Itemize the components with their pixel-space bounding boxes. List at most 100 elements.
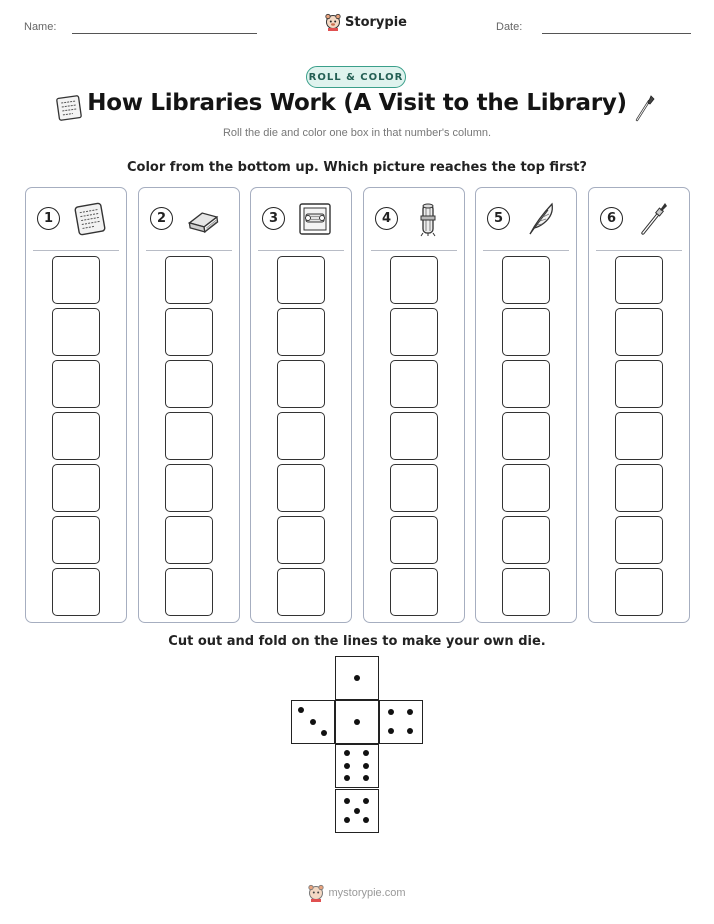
color-box[interactable] (502, 308, 550, 356)
die-pip (362, 762, 369, 769)
paintbrush-icon (633, 199, 673, 239)
stone-tablet-icon (70, 199, 110, 239)
color-box[interactable] (615, 308, 663, 356)
die-pip (362, 750, 369, 757)
die-pip (353, 718, 360, 725)
color-box[interactable] (390, 568, 438, 616)
die-pip (320, 729, 327, 736)
quill-brush-icon (635, 95, 655, 122)
color-box[interactable] (277, 568, 325, 616)
die-face-5 (335, 789, 379, 833)
color-box[interactable] (277, 256, 325, 304)
die-instruction: Cut out and fold on the lines to make yo… (168, 634, 546, 649)
column-divider (371, 250, 457, 251)
storypie-mascot-icon (308, 884, 325, 902)
color-box[interactable] (502, 256, 550, 304)
color-box[interactable] (52, 360, 100, 408)
color-box[interactable] (277, 516, 325, 564)
column-header: 1 (26, 188, 126, 251)
color-box[interactable] (277, 412, 325, 460)
column-divider (596, 250, 682, 251)
column-number: 1 (37, 207, 60, 230)
date-line[interactable] (542, 33, 691, 34)
column-2: 2 (138, 187, 240, 623)
color-box[interactable] (615, 360, 663, 408)
page-title: How Libraries Work (A Visit to the Libra… (87, 90, 627, 116)
name-line[interactable] (72, 33, 257, 34)
column-number: 6 (600, 207, 623, 230)
color-box[interactable] (502, 412, 550, 460)
footer-url[interactable]: mystorypie.com (328, 887, 406, 899)
color-instruction: Color from the bottom up. Which picture … (127, 160, 587, 175)
column-divider (33, 250, 119, 251)
color-box[interactable] (165, 568, 213, 616)
die-pip (406, 709, 413, 716)
color-box[interactable] (52, 412, 100, 460)
die-pip (344, 762, 351, 769)
die-face-1 (335, 656, 379, 700)
die-face-1 (335, 700, 379, 744)
color-box[interactable] (390, 360, 438, 408)
die-pip (362, 774, 369, 781)
die-pip (344, 816, 351, 823)
color-box[interactable] (502, 516, 550, 564)
color-box[interactable] (52, 516, 100, 564)
color-box[interactable] (615, 516, 663, 564)
color-box[interactable] (615, 256, 663, 304)
scroll-bundle-icon (408, 199, 448, 239)
color-box[interactable] (165, 516, 213, 564)
column-4: 4 (363, 187, 465, 623)
color-box[interactable] (390, 412, 438, 460)
color-box[interactable] (390, 256, 438, 304)
color-box[interactable] (165, 360, 213, 408)
footer: mystorypie.com (0, 884, 714, 902)
column-header: 4 (364, 188, 464, 251)
color-box[interactable] (390, 516, 438, 564)
column-number: 4 (375, 207, 398, 230)
column-header: 6 (589, 188, 689, 251)
color-box[interactable] (52, 308, 100, 356)
color-box[interactable] (390, 464, 438, 512)
die-pip (388, 727, 395, 734)
column-header: 2 (139, 188, 239, 251)
activity-badge: ROLL & COLOR (306, 66, 406, 88)
color-box[interactable] (52, 464, 100, 512)
column-divider (483, 250, 569, 251)
color-box[interactable] (502, 568, 550, 616)
column-number: 5 (487, 207, 510, 230)
date-label: Date: (496, 21, 523, 33)
color-box[interactable] (165, 464, 213, 512)
color-box[interactable] (165, 412, 213, 460)
scroll-icon (295, 199, 335, 239)
column-divider (258, 250, 344, 251)
color-box[interactable] (277, 360, 325, 408)
die-pip (362, 798, 369, 805)
column-header: 3 (251, 188, 351, 251)
color-box[interactable] (165, 256, 213, 304)
color-box[interactable] (502, 464, 550, 512)
die-pip (362, 816, 369, 823)
die-pip (344, 798, 351, 805)
die-face-4 (379, 700, 423, 744)
color-box[interactable] (615, 464, 663, 512)
color-box[interactable] (277, 464, 325, 512)
color-box[interactable] (165, 308, 213, 356)
color-box[interactable] (277, 308, 325, 356)
die-pip (388, 709, 395, 716)
die-pip (309, 718, 316, 725)
brand-name: Storypie (345, 14, 407, 30)
color-box[interactable] (52, 256, 100, 304)
column-3: 3 (250, 187, 352, 623)
column-1: 1 (25, 187, 127, 623)
name-label: Name: (24, 21, 57, 33)
die-pip (298, 707, 305, 714)
column-6: 6 (588, 187, 690, 623)
color-box[interactable] (390, 308, 438, 356)
feather-quill-icon (520, 199, 560, 239)
column-number: 2 (150, 207, 173, 230)
color-box[interactable] (615, 412, 663, 460)
color-box[interactable] (52, 568, 100, 616)
column-5: 5 (475, 187, 577, 623)
color-box[interactable] (615, 568, 663, 616)
color-box[interactable] (502, 360, 550, 408)
